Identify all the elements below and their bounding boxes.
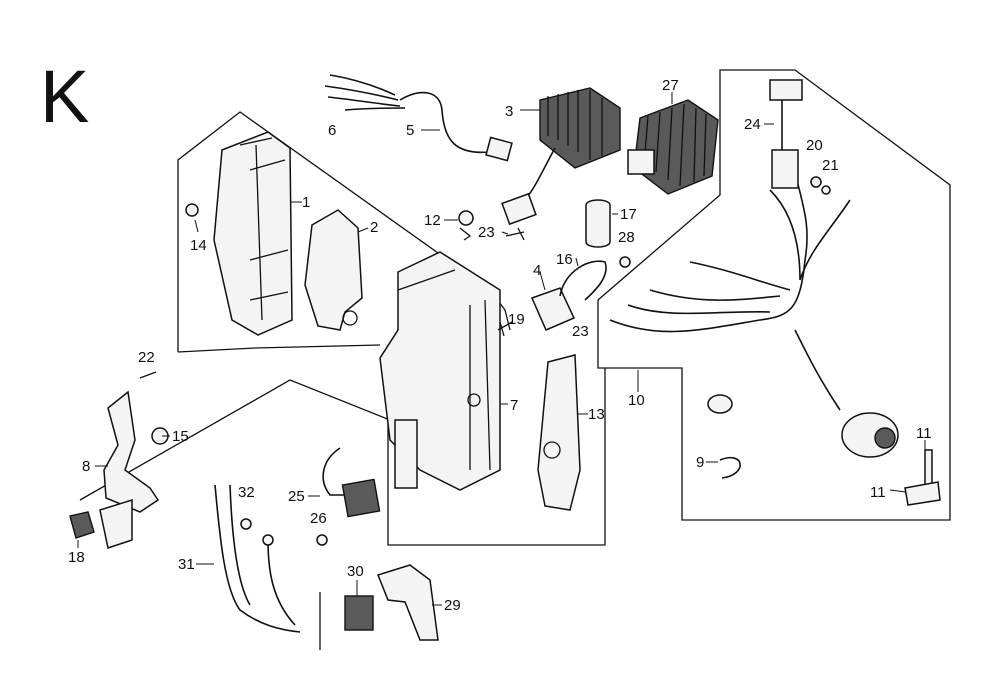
callout-23a: 23 [478,224,495,241]
part-grommet-mid [707,394,733,414]
part-harness-5 [324,74,513,162]
callout-28: 28 [618,229,635,246]
part-screw-14 [185,203,199,217]
part-keys-11 [904,449,941,506]
callout-22: 22 [138,349,155,366]
callout-1: 1 [302,194,310,211]
callout-10: 10 [628,392,645,409]
callout-29: 29 [444,597,461,614]
outline-group-10 [597,69,951,521]
part-diode-25 [322,447,381,518]
part-bolt-32 [240,518,252,530]
outline-bracket-link-2 [289,379,391,421]
callout-2: 2 [370,219,378,236]
callout-6: 6 [328,122,336,139]
part-grommet-18 [69,511,95,539]
callout-24: 24 [744,116,761,133]
part-bolt-22 [139,371,157,379]
part-regulator-27 [627,99,719,195]
callout-30: 30 [347,563,364,580]
callout-9: 9 [696,454,704,471]
callout-15: 15 [172,428,189,445]
callout-5: 5 [406,122,414,139]
part-control-box [379,251,501,491]
part-grommet-12 [458,210,474,241]
callouts: 1 2 3 4 5 6 7 8 9 10 11 11 12 13 14 15 1… [68,77,932,614]
part-cover [213,131,293,336]
section-letter: K [40,55,89,138]
part-bracket-29 [377,564,439,641]
callout-21: 21 [822,157,839,174]
callout-32: 32 [238,484,255,501]
callout-31: 31 [178,556,195,573]
assembly-outlines [79,69,951,650]
callout-27: 27 [662,77,679,94]
callout-7: 7 [510,397,518,414]
part-bracket-2 [304,209,363,331]
part-clip-9 [719,457,741,479]
part-nut-28 [619,256,631,268]
outline-group-6 [177,111,511,352]
part-leads-31 [214,484,301,633]
part-plate-13 [537,354,581,511]
part-nut-20 [810,176,822,188]
part-fuse-holder [769,79,803,189]
outline-group-7-frame [387,368,606,546]
callout-11a: 11 [916,425,932,442]
callout-13: 13 [588,406,605,423]
part-screw-19 [497,321,513,337]
callout-20: 20 [806,137,823,154]
callout-3: 3 [505,103,513,120]
part-clip-16 [559,260,607,301]
callout-8: 8 [82,458,90,475]
part-capacitor [585,199,611,248]
callout-17: 17 [620,206,637,223]
callout-23b: 23 [572,323,589,340]
part-screw-23 [505,227,525,241]
part-regulator [501,87,621,226]
part-nut-21 [821,185,831,195]
leader-lines [77,92,926,606]
callout-11b: 11 [870,484,886,501]
part-main-harness [609,149,899,458]
callout-25: 25 [288,488,305,505]
callout-26: 26 [310,510,327,527]
part-screw-26 [316,534,328,546]
callout-18: 18 [68,549,85,566]
callout-12: 12 [424,212,441,229]
part-plate-4 [530,287,576,331]
callout-19: 19 [508,311,525,328]
part-diode-30 [344,595,374,631]
part-bracket-8 [99,390,160,549]
callout-16: 16 [556,251,573,268]
callout-4: 4 [533,262,541,279]
callout-14: 14 [190,237,207,254]
outline-group-6-bottom [177,344,381,353]
